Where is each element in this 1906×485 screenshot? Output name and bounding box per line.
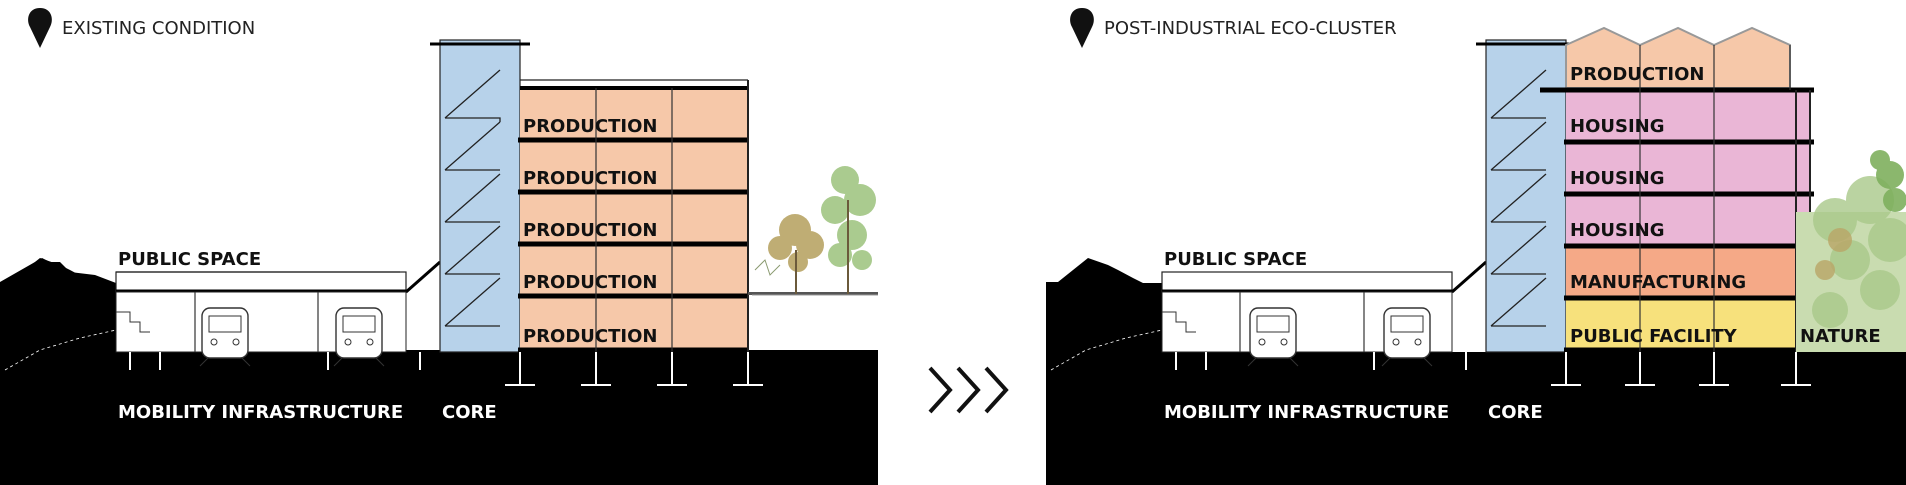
core-tower xyxy=(1476,39,1576,353)
production-building xyxy=(518,79,749,353)
floor-label-housing-1: HOUSING xyxy=(1570,116,1664,137)
label-public-space: PUBLIC SPACE xyxy=(118,249,261,270)
tree-icon xyxy=(748,166,878,296)
stairs-icon xyxy=(1490,69,1547,327)
stairs-icon xyxy=(444,69,501,327)
ground-mass xyxy=(1046,258,1906,485)
label-nature: NATURE xyxy=(1800,326,1881,347)
floor-label-2: PRODUCTION xyxy=(523,168,657,189)
floor-label-5: PRODUCTION xyxy=(523,326,657,347)
floor-label-manufacturing: MANUFACTURING xyxy=(1570,272,1746,293)
chevrons-right-icon xyxy=(928,366,1009,414)
panel-eco-cluster: POST-INDUSTRIAL ECO-CLUSTER xyxy=(1046,8,1906,485)
floor-label-public-facility: PUBLIC FACILITY xyxy=(1570,326,1738,347)
public-space-deck xyxy=(115,260,441,353)
ground-slab xyxy=(0,350,878,485)
floor-label-1: PRODUCTION xyxy=(523,116,657,137)
roof-label-production: PRODUCTION xyxy=(1570,64,1704,85)
foundations xyxy=(129,352,763,386)
label-core: CORE xyxy=(442,402,497,423)
tree-icon xyxy=(1796,150,1906,352)
label-mobility-infrastructure: MOBILITY INFRASTRUCTURE xyxy=(118,402,403,423)
public-space-deck xyxy=(1161,260,1487,353)
train-icon xyxy=(199,307,251,367)
floor-label-housing-3: HOUSING xyxy=(1570,220,1664,241)
stairs-icon xyxy=(1162,311,1196,333)
panel-title-existing: EXISTING CONDITION xyxy=(62,18,255,39)
panel-existing-condition: EXISTING CONDITION xyxy=(0,8,878,485)
train-icon xyxy=(1381,307,1433,367)
map-pin-icon xyxy=(1070,8,1094,48)
floor-label-4: PRODUCTION xyxy=(523,272,657,293)
core-tower xyxy=(430,39,530,353)
label-public-space: PUBLIC SPACE xyxy=(1164,249,1307,270)
hillside-buildings xyxy=(0,258,116,300)
stairs-icon xyxy=(116,311,150,333)
floor-label-housing-2: HOUSING xyxy=(1570,168,1664,189)
label-mobility-infrastructure: MOBILITY INFRASTRUCTURE xyxy=(1164,402,1449,423)
train-icon xyxy=(333,307,385,367)
foundations xyxy=(1175,352,1811,386)
train-icon xyxy=(1247,307,1299,367)
panel-title-eco: POST-INDUSTRIAL ECO-CLUSTER xyxy=(1104,18,1397,39)
floor-label-3: PRODUCTION xyxy=(523,220,657,241)
label-core: CORE xyxy=(1488,402,1543,423)
eco-cluster-building xyxy=(1540,26,1814,353)
map-pin-icon xyxy=(28,8,52,48)
